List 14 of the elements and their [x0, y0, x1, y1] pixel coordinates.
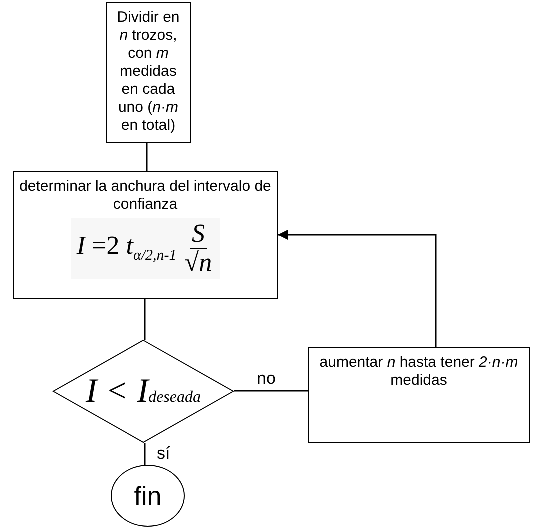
connector-line — [146, 143, 148, 171]
arrow — [278, 230, 437, 347]
connector-line — [234, 390, 308, 392]
connector-line — [144, 299, 146, 340]
box-text: Dividir en n trozos, con m medidas en cada uno (n·m en total) — [116, 9, 181, 135]
decision-diamond — [53, 340, 234, 443]
process-box — [308, 347, 530, 443]
box-text: determinar la anchura del intervalo de confianza — [18, 178, 272, 214]
formula: I =2 t$_{α/2,n-1}$ S √n — [70, 218, 220, 279]
process-box — [106, 2, 191, 143]
box-text: aumentar n hasta tener 2·n·m medidas — [318, 354, 520, 390]
connector-line — [144, 443, 146, 465]
process-box — [13, 171, 278, 299]
terminator-text: fin — [134, 480, 162, 512]
